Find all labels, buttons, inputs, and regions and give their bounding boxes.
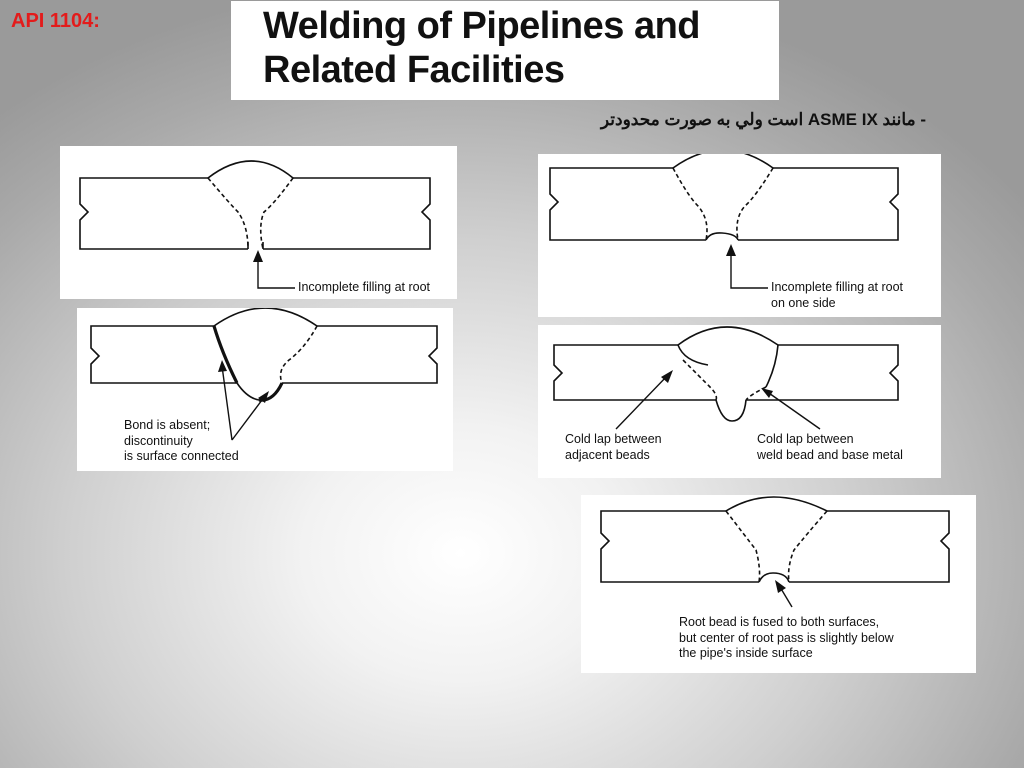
figure-caption: Bond is absent; discontinuity is surface… xyxy=(124,418,239,463)
figure-caption: Incomplete filling at root on one side xyxy=(771,280,904,310)
api-standard-label: API 1104: xyxy=(11,10,100,32)
figure-bond-absent: Bond is absent; discontinuity is surface… xyxy=(77,308,453,471)
figure-caption-right: Cold lap between weld bead and base meta… xyxy=(757,432,903,462)
figure-incomplete-filling-one-side: Incomplete filling at root on one side xyxy=(538,154,941,317)
weld-diagram xyxy=(553,326,899,430)
title-line-1: Welding of Pipelines and xyxy=(263,5,701,47)
figure-cold-lap: Cold lap between adjacent beads Cold lap… xyxy=(538,325,941,478)
figure-incomplete-filling-root: Incomplete filling at root xyxy=(60,146,457,299)
figure-root-concavity: Root bead is fused to both surfaces, but… xyxy=(581,495,976,673)
figure-caption-left: Cold lap between adjacent beads xyxy=(565,432,662,462)
weld-diagram xyxy=(79,160,431,289)
figure-caption: Root bead is fused to both surfaces, but… xyxy=(679,615,894,660)
figure-caption: Incomplete filling at root xyxy=(298,280,431,294)
weld-diagram xyxy=(90,308,438,441)
weld-diagram xyxy=(549,154,899,289)
title-banner: Welding of Pipelines and Related Facilit… xyxy=(231,1,779,100)
title-line-2: Related Facilities xyxy=(263,49,565,91)
weld-diagram xyxy=(600,496,950,608)
subtitle: - مانند ASME IX است ولي به صورت محدودتر xyxy=(600,110,926,129)
